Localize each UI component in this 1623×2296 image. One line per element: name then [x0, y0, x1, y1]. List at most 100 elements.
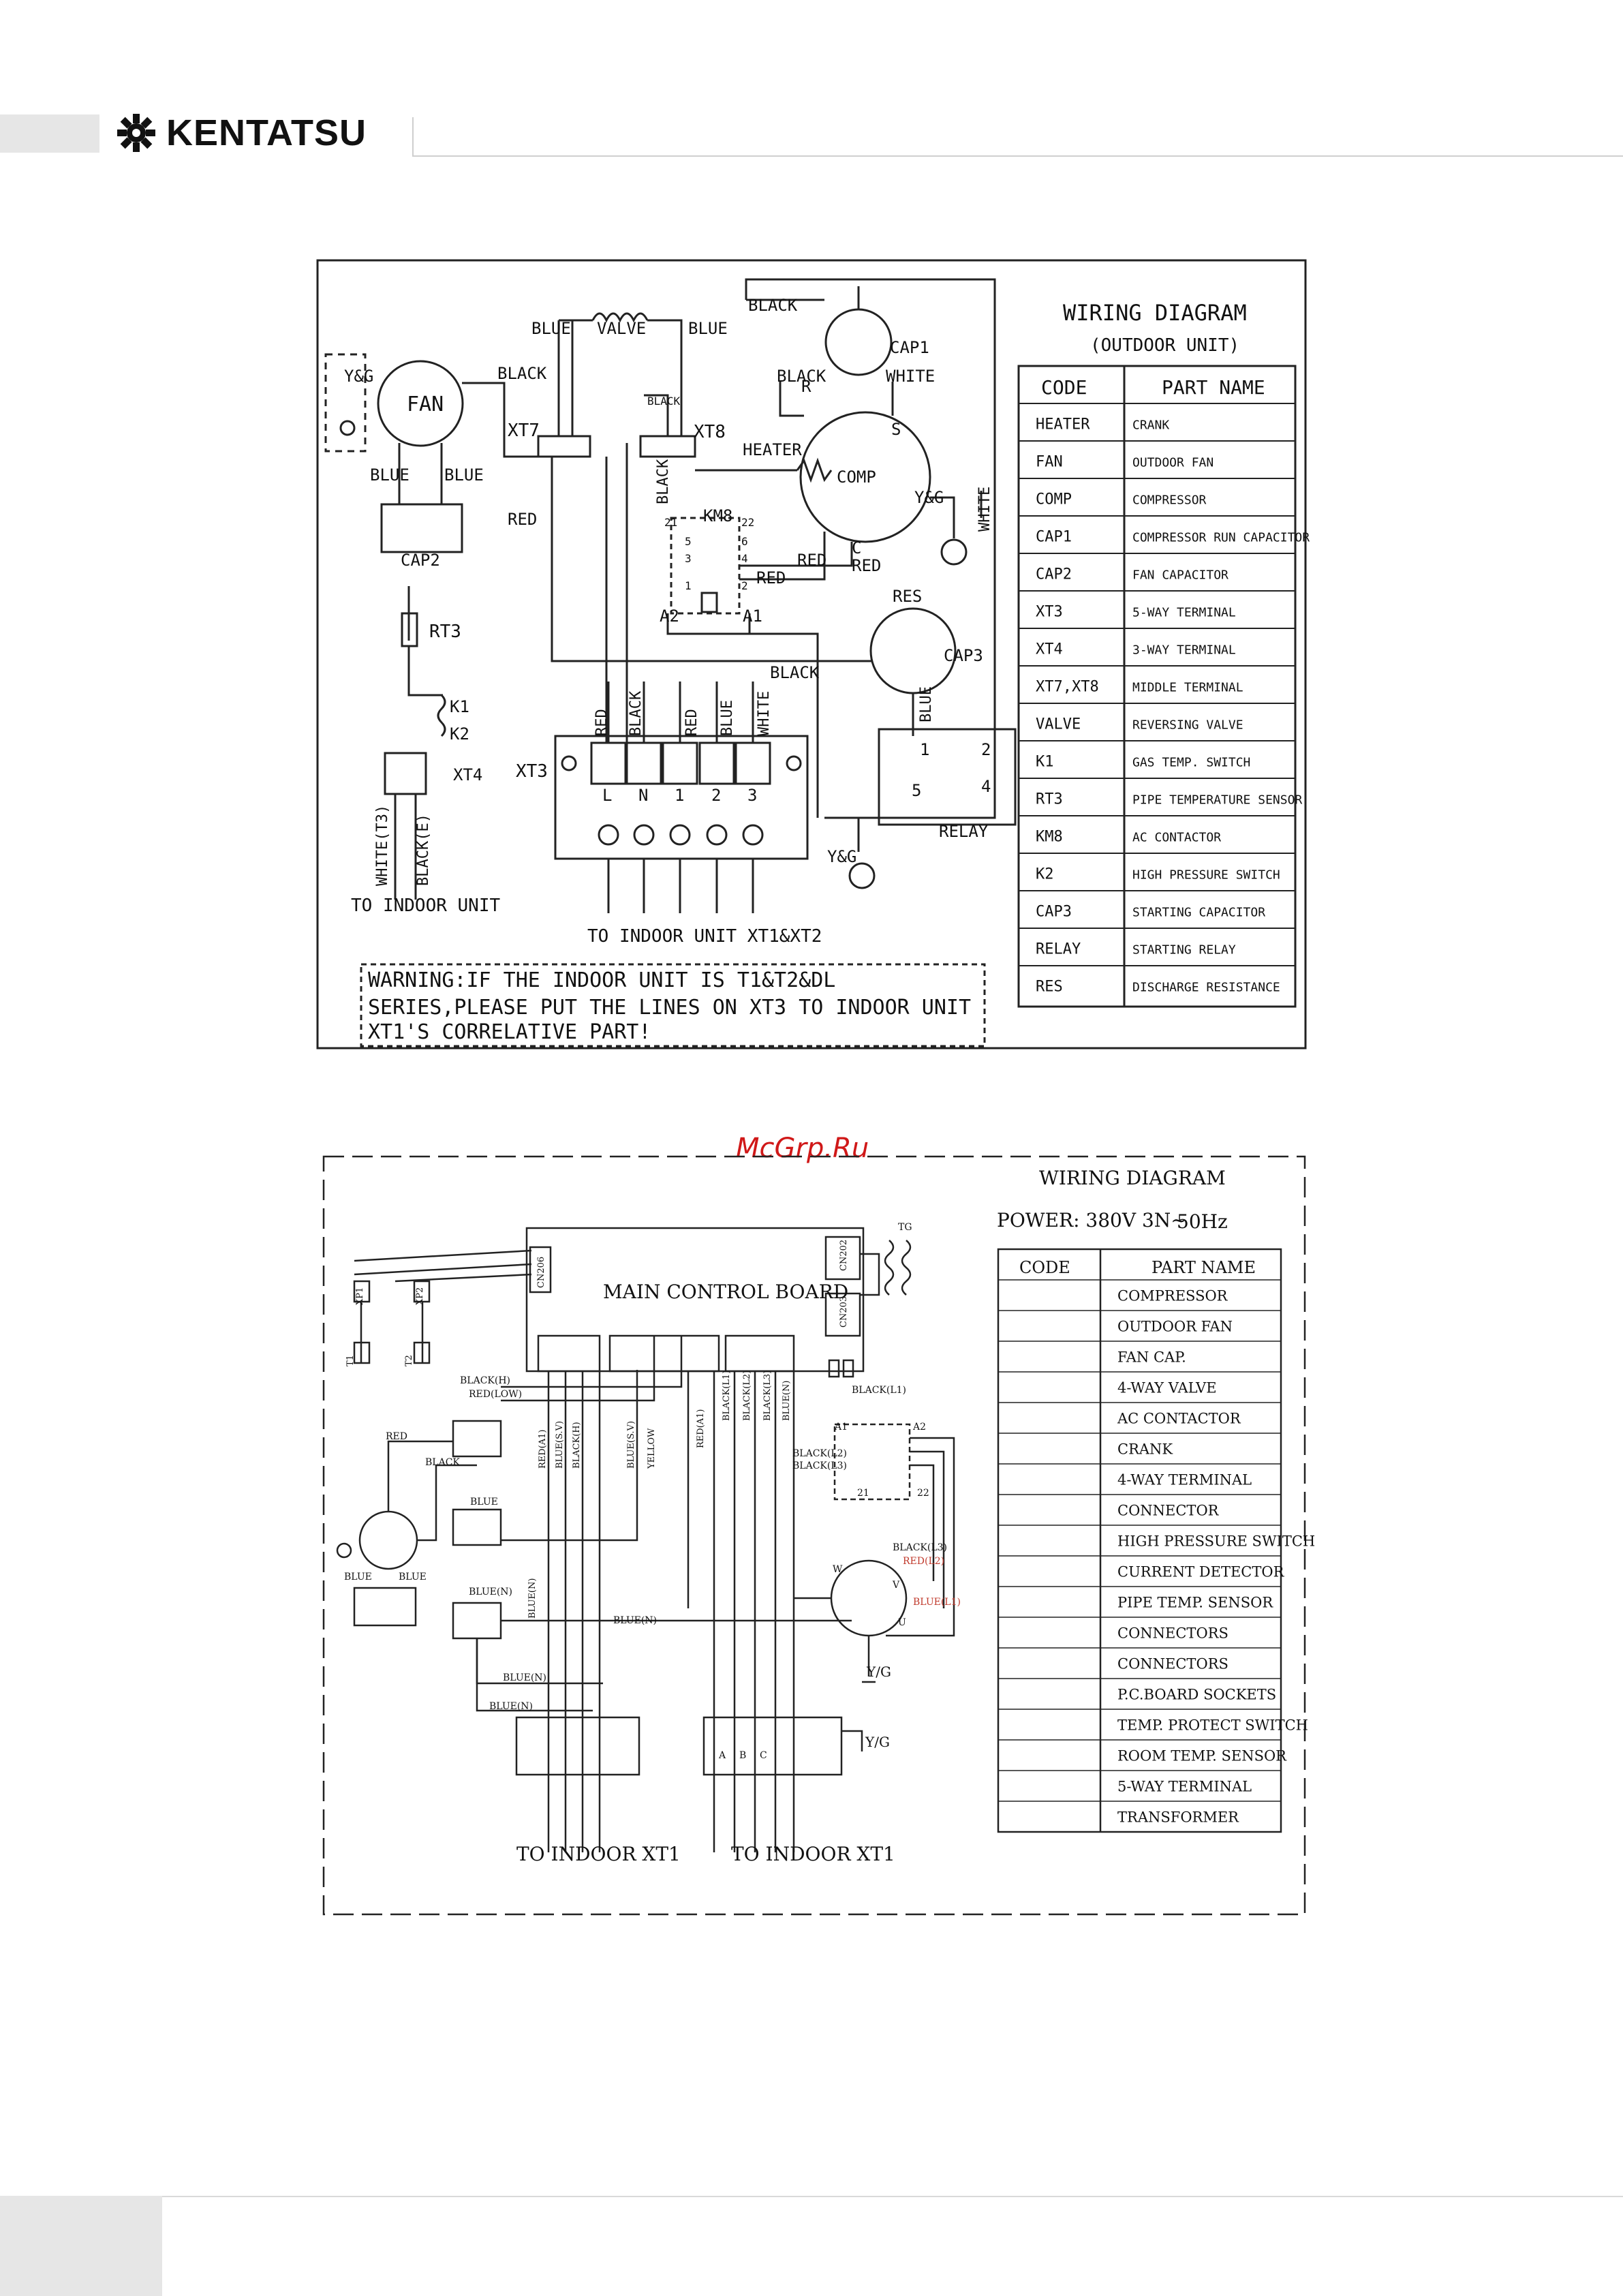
- label-yellow: YELLOW: [647, 1428, 657, 1469]
- d2-parts-table: [997, 1248, 1282, 1833]
- gear-icon: [117, 114, 155, 152]
- d1-parts-table: [1017, 365, 1297, 1008]
- label-to-indoor: TO INDOOR UNIT: [351, 896, 500, 916]
- d1-warning-line-2: SERIES,PLEASE PUT THE LINES ON XT3 TO IN…: [368, 996, 971, 1020]
- label-red-a12: RED(A1): [696, 1409, 706, 1448]
- label-km-6: 6: [741, 535, 748, 548]
- table-cell-code: VALVE: [1036, 716, 1081, 733]
- label-term-c: C: [760, 1750, 767, 1761]
- table-cell-part: COMPRESSOR RUN CAPACITOR: [1132, 530, 1310, 545]
- label-k21: 21: [857, 1488, 869, 1499]
- diagram2-frame: [322, 1155, 1306, 1916]
- footer-accent-bar: [0, 2196, 162, 2296]
- label-blue-sv2: BLUE(S.V): [626, 1421, 636, 1469]
- label-red-1: RED: [508, 510, 537, 529]
- table-cell-code: XT3: [1036, 603, 1063, 620]
- label-km-3: 3: [685, 552, 692, 565]
- label-black-top: BLACK: [748, 296, 798, 315]
- table-cell-code: CAP1: [1036, 528, 1072, 545]
- table-cell-part: CURRENT DETECTOR: [1117, 1564, 1285, 1580]
- table-cell-part: TEMP. PROTECT SWITCH: [1117, 1717, 1308, 1734]
- table-cell-part: HIGH PRESSURE SWITCH: [1132, 868, 1280, 882]
- label-blue-n-2: BLUE(N): [613, 1615, 657, 1626]
- label-blue-n2a: BLUE(N): [782, 1381, 792, 1421]
- label-black-l3a: BLACK(L3): [762, 1371, 773, 1421]
- label-cap2: CAP2: [401, 551, 440, 570]
- table-cell-part: ROOM TEMP. SENSOR: [1117, 1748, 1287, 1764]
- label-term-l: L: [602, 786, 612, 805]
- table-cell-part: GAS TEMP. SWITCH: [1132, 755, 1250, 769]
- table-cell-code: COMP: [1036, 491, 1072, 508]
- label-yg-2a: Y/G: [866, 1664, 891, 1680]
- xt7-terminal: [537, 435, 591, 458]
- label-relay-5: 5: [912, 781, 921, 800]
- label-black-xt3-2: BLACK: [628, 690, 645, 736]
- label-cn206: CN206: [536, 1257, 546, 1288]
- label-black-fan2: BLACK: [425, 1457, 460, 1468]
- table-cell-code: XT4: [1036, 641, 1063, 658]
- label-blue-cap-1: BLUE: [344, 1572, 372, 1582]
- label-fan: FAN: [407, 393, 444, 416]
- xt4-terminal: [384, 752, 427, 795]
- label-main-board: MAIN CONTROL BOARD: [603, 1281, 848, 1303]
- km8-contactor: [670, 517, 741, 615]
- label-xt7: XT7: [508, 420, 540, 441]
- label-term-2: 2: [711, 786, 721, 805]
- terminal-block-2: [702, 1716, 843, 1776]
- brand-logo: KENTATSU: [116, 109, 367, 157]
- cap3-symbol: [869, 607, 957, 694]
- label-u: U: [898, 1617, 906, 1628]
- table-cell-part: 5-WAY TERMINAL: [1117, 1779, 1252, 1795]
- label-red-km: RED: [797, 551, 826, 570]
- label-black-l2b: BLACK(L2): [792, 1448, 847, 1459]
- label-red-c: RED: [852, 556, 881, 575]
- label-white-comp: WHITE: [976, 487, 993, 532]
- label-c: C: [852, 538, 861, 557]
- d1-subtitle: (OUTDOOR UNIT): [1090, 335, 1239, 356]
- table-cell-part: HIGH PRESSURE SWITCH: [1117, 1533, 1315, 1550]
- label-a1-2: A1: [834, 1422, 848, 1433]
- label-t2: T2: [404, 1355, 414, 1366]
- label-blue-cap-2: BLUE: [399, 1572, 427, 1582]
- label-blue-sv: BLUE(S.V): [555, 1421, 565, 1469]
- xt8-terminal: [639, 435, 696, 458]
- table-cell-part: AC CONTACTOR: [1132, 830, 1221, 844]
- label-comp: COMP: [837, 468, 876, 487]
- table-cell-part: 5-WAY TERMINAL: [1132, 605, 1236, 619]
- label-w: W: [833, 1564, 843, 1575]
- label-rt3: RT3: [429, 622, 461, 642]
- d2-freq: 50Hz: [1177, 1210, 1228, 1233]
- label-black-h1: BLACK(H): [572, 1422, 582, 1469]
- table-cell-part: DISCHARGE RESISTANCE: [1132, 980, 1280, 994]
- label-relay-1: 1: [920, 740, 929, 759]
- compressor-symbol: [799, 411, 931, 543]
- brand-name: KENTATSU: [166, 112, 367, 153]
- label-yg-comp: Y&G: [914, 488, 944, 507]
- label-km-21: 21: [664, 516, 677, 529]
- table-cell-code: XT7,XT8: [1036, 678, 1099, 695]
- table-cell-code: K2: [1036, 866, 1054, 883]
- d1-col-part: PART NAME: [1162, 376, 1265, 399]
- label-cn203: CN203: [839, 1296, 849, 1328]
- label-yg: Y&G: [344, 367, 373, 386]
- label-xp2: XP2: [415, 1287, 425, 1305]
- label-blue-n: BLUE(N): [469, 1587, 512, 1597]
- table-cell-part: 3-WAY TERMINAL: [1132, 643, 1236, 657]
- label-k2: K2: [450, 724, 469, 744]
- label-km-1: 1: [685, 579, 692, 592]
- d2-col-code: CODE: [1019, 1258, 1070, 1277]
- label-a2: A2: [660, 607, 679, 626]
- table-cell-part: MIDDLE TERMINAL: [1132, 680, 1243, 694]
- label-km-22: 22: [741, 516, 754, 529]
- table-cell-code: KM8: [1036, 828, 1063, 845]
- label-blue-cap3: BLUE: [918, 686, 935, 722]
- footer-divider: [162, 2196, 1623, 2197]
- cap1-symbol: [824, 308, 893, 376]
- starting-relay: [878, 728, 1017, 826]
- table-cell-part: CONNECTOR: [1117, 1503, 1220, 1519]
- label-white-cap1: WHITE: [886, 367, 935, 386]
- table-cell-code: RT3: [1036, 791, 1063, 808]
- label-blue-n-v: BLUE(N): [527, 1578, 538, 1619]
- label-cn202: CN202: [839, 1240, 849, 1271]
- table-cell-part: STARTING RELAY: [1132, 943, 1236, 957]
